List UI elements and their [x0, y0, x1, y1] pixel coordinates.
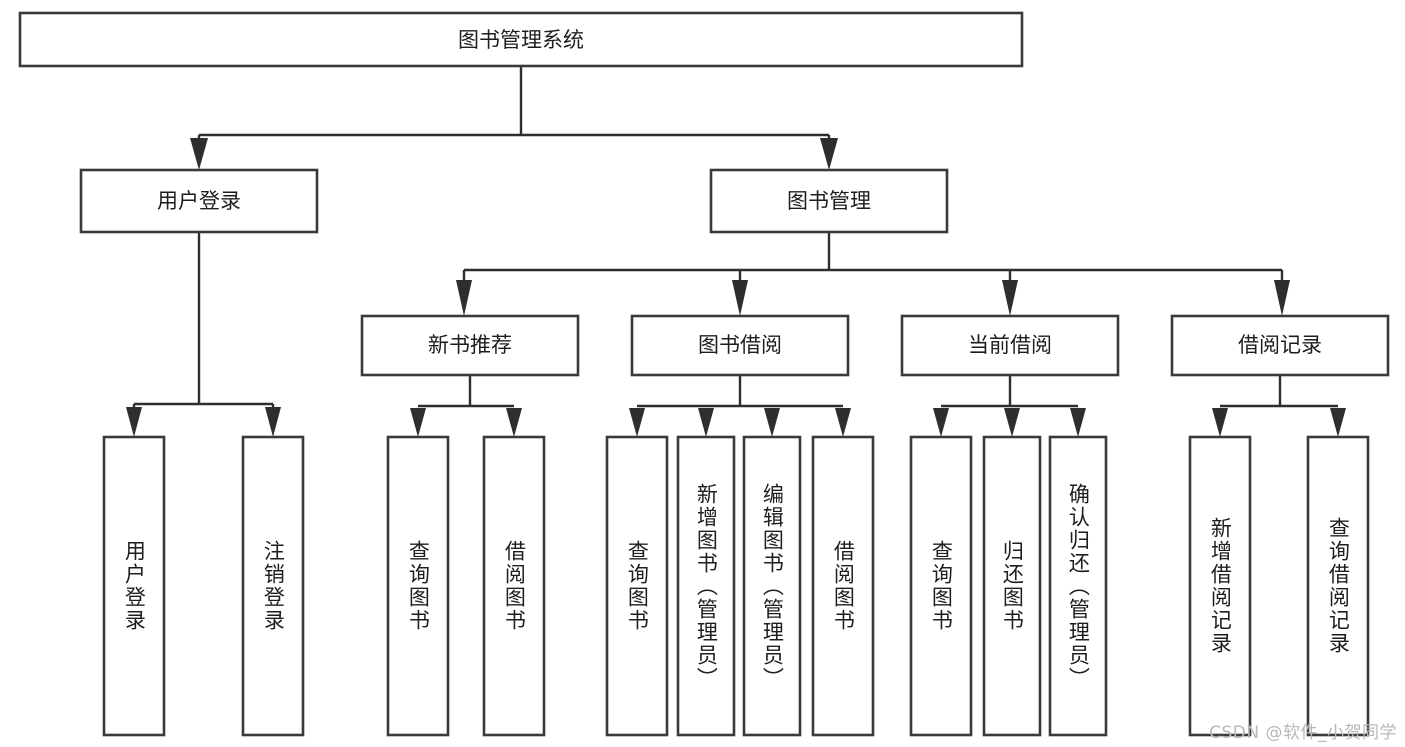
arrow-head-leaf-add-book [698, 408, 714, 437]
node-leaf-user-logout-box[interactable] [241, 435, 305, 737]
node-leaf-query-book-borrow-box[interactable] [605, 435, 669, 737]
arrow-head-leaf-return-book [1004, 408, 1020, 437]
node-leaf-user-login-box[interactable] [102, 435, 166, 737]
csdn-watermark: CSDN @软件_小贺同学 [1209, 723, 1397, 743]
node-leaf-add-record-box[interactable] [1188, 435, 1252, 737]
node-book-manage-label: 图书管理 [787, 189, 871, 213]
node-borrow-record-box[interactable] [1170, 314, 1390, 377]
leaf-boxes-group [102, 435, 1370, 737]
node-new-book-rec-box[interactable] [360, 314, 580, 377]
arrow-head-leaf-confirm-return [1070, 408, 1086, 437]
node-leaf-borrow-book-rec-box[interactable] [482, 435, 546, 737]
arrow-head-book-borrow [732, 280, 748, 316]
arrow-head-leaf-edit-book [764, 408, 780, 437]
node-user-login[interactable]: 用户登录 [79, 168, 319, 234]
node-leaf-query-book-rec-box[interactable] [386, 435, 450, 737]
node-root[interactable]: 图书管理系统 [18, 11, 1024, 68]
node-leaf-return-book-box[interactable] [982, 435, 1042, 737]
node-leaf-query-record-box[interactable] [1306, 435, 1370, 737]
arrow-head-user-login [190, 138, 208, 170]
arrow-head-leaf-add-record [1212, 408, 1228, 437]
node-new-book-rec-label: 新书推荐 [428, 333, 512, 357]
node-book-manage-box[interactable] [709, 168, 949, 234]
node-current-borrow-box[interactable] [900, 314, 1120, 377]
node-user-login-label: 用户登录 [157, 189, 241, 213]
node-leaf-confirm-return-box[interactable] [1048, 435, 1108, 737]
node-leaf-borrow-book-box[interactable] [811, 435, 875, 737]
node-current-borrow-label: 当前借阅 [968, 333, 1052, 357]
arrow-head-leaf-user-login [126, 407, 142, 437]
node-leaf-query-book-cur-box[interactable] [909, 435, 973, 737]
node-root-label: 图书管理系统 [458, 28, 584, 52]
node-user-login-box[interactable] [79, 168, 319, 234]
node-leaf-edit-book-box[interactable] [742, 435, 802, 737]
arrow-head-borrow-record [1274, 280, 1290, 316]
arrow-head-leaf-query-record [1330, 408, 1346, 437]
node-book-manage[interactable]: 图书管理 [709, 168, 949, 234]
node-new-book-rec[interactable]: 新书推荐 [360, 314, 580, 377]
node-root-box[interactable] [18, 11, 1024, 68]
arrow-head-leaf-borrow-book [835, 408, 851, 437]
arrow-head-new-book-rec [456, 280, 472, 316]
connectors-group [126, 66, 1346, 437]
node-current-borrow[interactable]: 当前借阅 [900, 314, 1120, 377]
arrow-head-book-manage [820, 138, 838, 170]
node-book-borrow[interactable]: 图书借阅 [630, 314, 850, 377]
node-borrow-record-label: 借阅记录 [1238, 333, 1322, 357]
arrow-head-leaf-query-book-borrow [629, 408, 645, 437]
arrow-head-leaf-user-logout [265, 407, 281, 437]
node-book-borrow-label: 图书借阅 [698, 333, 782, 357]
arrow-head-leaf-borrow-book-rec [506, 408, 522, 437]
arrow-head-leaf-query-book-cur [933, 408, 949, 437]
node-borrow-record[interactable]: 借阅记录 [1170, 314, 1390, 377]
node-book-borrow-box[interactable] [630, 314, 850, 377]
node-leaf-add-book-box[interactable] [676, 435, 736, 737]
arrow-head-leaf-query-book-rec [410, 408, 426, 437]
arrow-head-current-borrow [1002, 280, 1018, 316]
